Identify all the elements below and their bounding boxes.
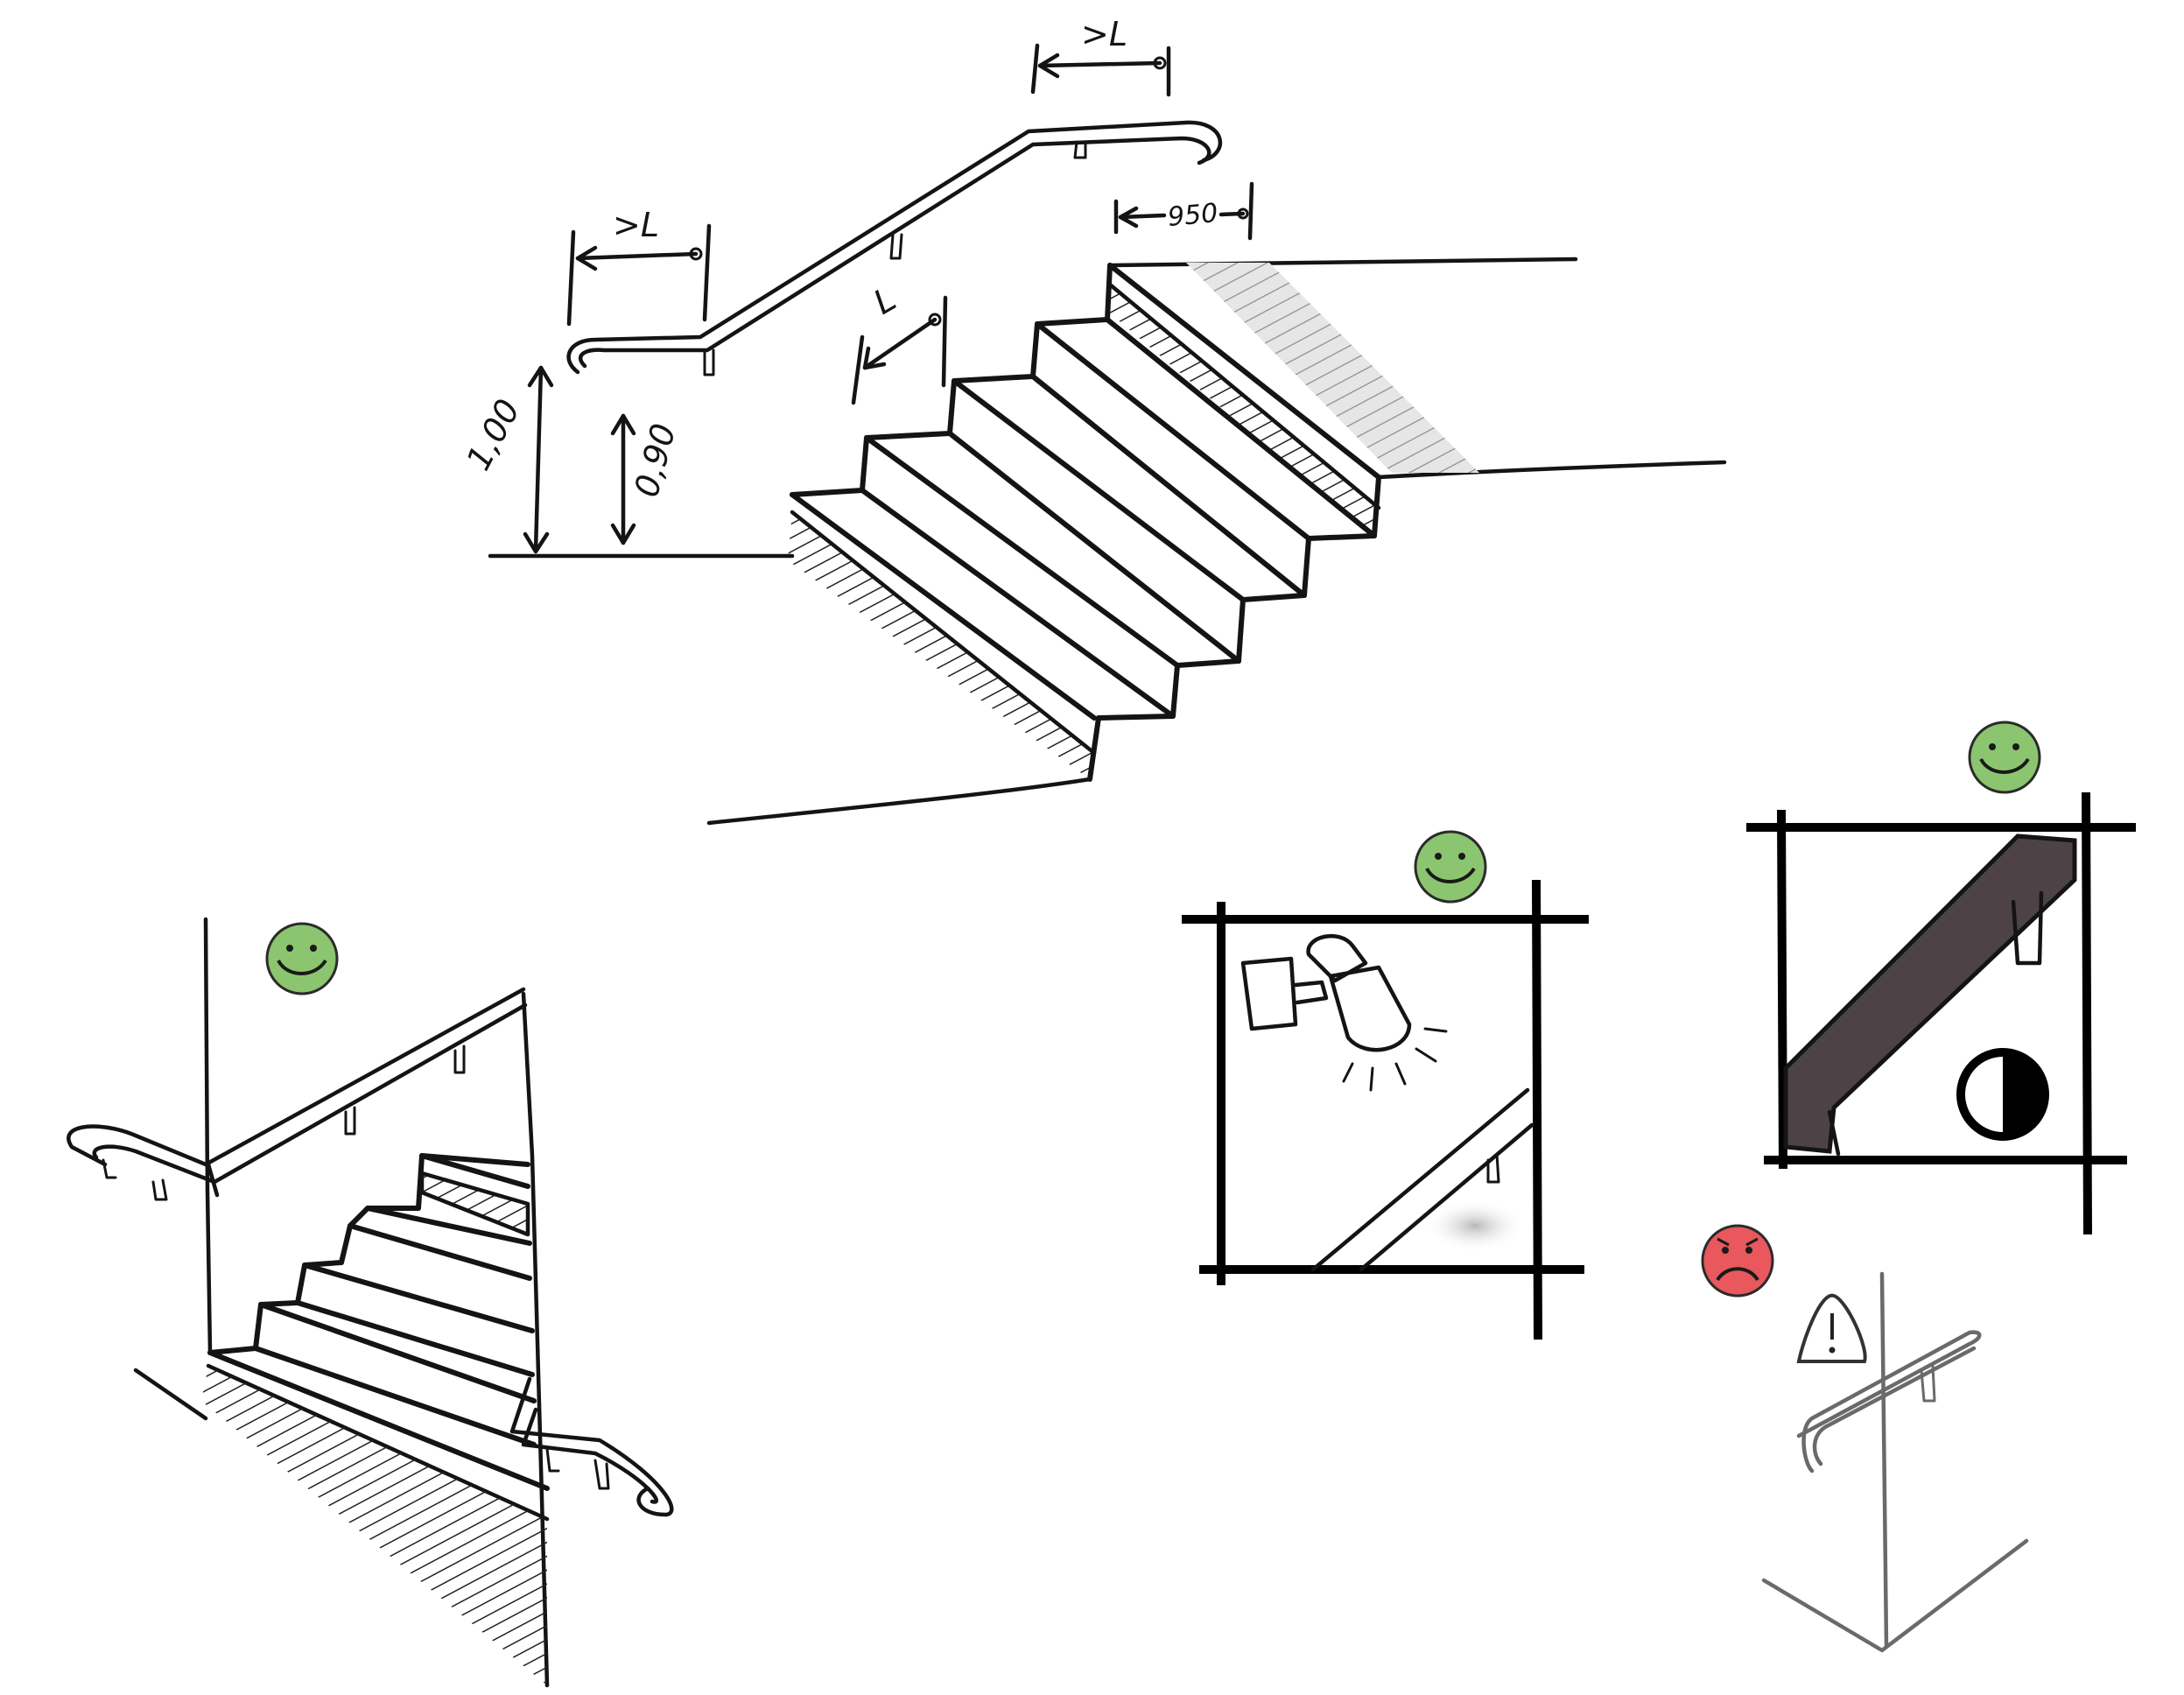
continuous-handrail-stair (67, 917, 674, 1688)
smiley-face-icon (265, 922, 339, 995)
label-extension-bottom: >L (613, 206, 659, 244)
riser-hatch-left-stair (201, 1366, 547, 1685)
contrast-handrail-frame (1746, 721, 2136, 1235)
label-step-depth: L (867, 279, 902, 322)
handrail-top-line (566, 120, 1222, 375)
dim-extension-bottom (575, 251, 699, 261)
lighting-detail-frame (1182, 830, 1589, 1340)
contrast-icon (1956, 1048, 2049, 1141)
warning-triangle-icon (1796, 1293, 1867, 1363)
upper-floor-line (1107, 257, 1578, 268)
handrail-bottom-line (578, 136, 1211, 369)
riser-hatch-top (1107, 285, 1379, 538)
smiley-face-icon (1414, 830, 1487, 904)
label-extension-top: >L (1081, 15, 1127, 53)
stair-profile-right (1087, 475, 1381, 782)
dim-handrail-height (533, 365, 544, 552)
main-stair-drawing: 1,00 0,90 >L >L L 950 (459, 15, 1727, 826)
label-lower-height: 0,90 (627, 419, 683, 501)
label-handrail-height: 1,00 (459, 393, 528, 476)
front-floor-line (706, 777, 1092, 826)
wall-lamp-icon (1240, 933, 1448, 1092)
dim-extension-top (1037, 60, 1162, 68)
riser-hatch-bottom (788, 512, 1094, 779)
lamp-light-glow (1424, 1199, 1526, 1252)
smiley-face-icon (1968, 721, 2041, 794)
discontinuous-handrail-sketch (1701, 1224, 2029, 1653)
dim-step-depth (862, 317, 938, 370)
sad-face-icon (1701, 1224, 1774, 1298)
label-nosing-mark: 950 (1167, 198, 1219, 233)
upper-floor-front-line (1376, 460, 1727, 480)
dark-handrail (1783, 833, 2077, 1154)
